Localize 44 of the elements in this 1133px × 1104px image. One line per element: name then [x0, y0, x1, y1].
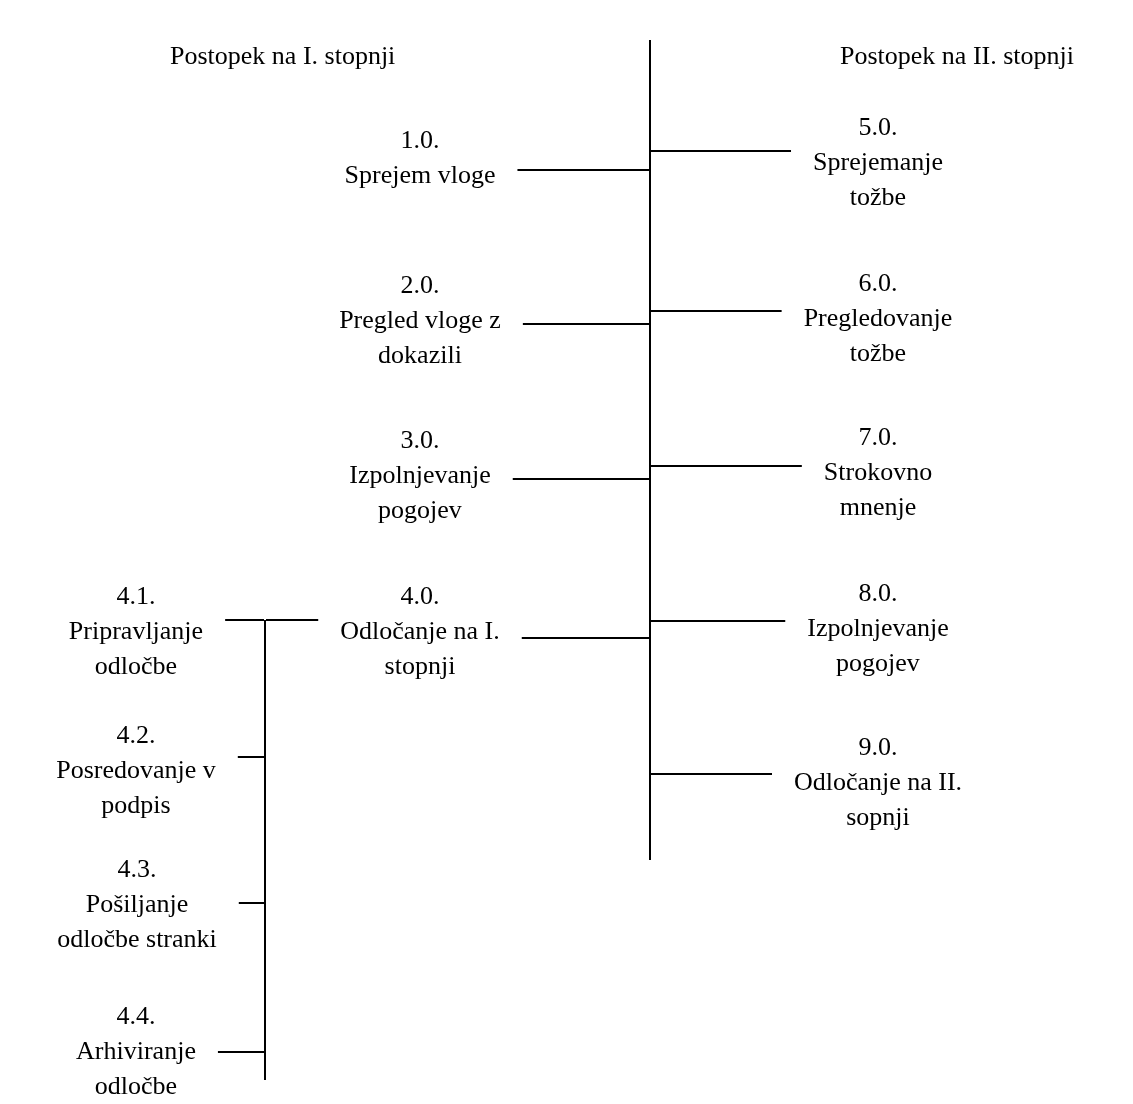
connector-line [516, 169, 650, 171]
connector-line [650, 310, 783, 312]
step-title: Odločanje na I. stopnji [340, 616, 500, 680]
step-number: 4.4. [116, 1001, 156, 1030]
step-number: 4.2. [116, 720, 156, 749]
step-number: 5.0. [858, 112, 898, 141]
step-title: Arhiviranje odločbe [76, 1036, 196, 1100]
step-number: 9.0. [858, 732, 898, 761]
connector-line [511, 478, 650, 480]
connector-line [224, 619, 265, 621]
step-title: Posredovanje v podpis [56, 755, 216, 819]
timeline-bar [649, 40, 651, 860]
connector-line [521, 323, 650, 325]
step-number: 4.0. [400, 581, 440, 610]
step-number: 3.0. [400, 425, 440, 454]
step-title: Pregled vloge z dokazili [339, 305, 501, 369]
step-number: 6.0. [858, 268, 898, 297]
connector-line [650, 150, 792, 152]
step-number: 1.0. [400, 125, 440, 154]
step-number: 4.1. [116, 581, 156, 610]
step-title: Sprejem vloge [344, 160, 496, 189]
timeline-bar [264, 620, 266, 1080]
step-title: Izpolnjevanje pogojev [807, 613, 949, 677]
step-number: 8.0. [858, 578, 898, 607]
connector-line [650, 773, 773, 775]
step-title: Izpolnjevanje pogojev [349, 460, 491, 524]
step-number: 7.0. [858, 422, 898, 451]
connector-line [650, 465, 803, 467]
step-title: Odločanje na II. sopnji [793, 767, 963, 831]
connector-line [265, 619, 320, 621]
step-title: Strokovno mnenje [823, 457, 933, 521]
column-heading: Postopek na II. stopnji [840, 40, 1074, 72]
step-number: 4.3. [117, 854, 157, 883]
step-title: Pripravljanje odločbe [68, 616, 204, 680]
connector-line [650, 620, 787, 622]
column-heading: Postopek na I. stopnji [170, 40, 396, 72]
step-title: Pošiljanje odločbe stranki [57, 889, 217, 953]
connector-line [216, 1051, 265, 1053]
step-title: Sprejemanje tožbe [813, 147, 943, 211]
connector-line [237, 902, 265, 904]
step-number: 2.0. [400, 270, 440, 299]
connector-line [520, 637, 650, 639]
step-title: Pregledovanje tožbe [803, 303, 953, 367]
connector-line [236, 756, 265, 758]
